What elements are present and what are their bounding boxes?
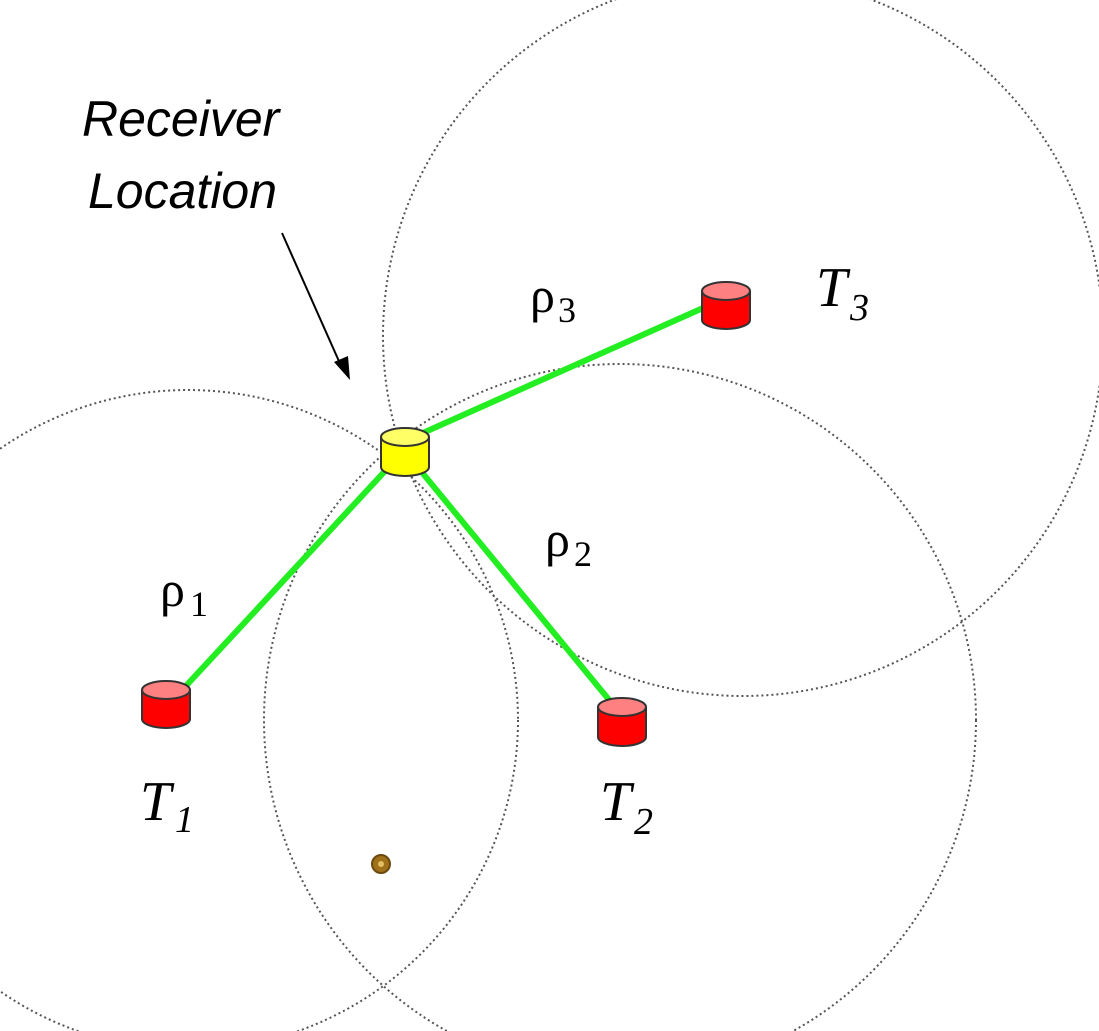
- transmitter-2-name: T: [600, 771, 635, 833]
- range-circle-3: [382, 0, 1099, 697]
- ambiguous-point-center: [378, 861, 384, 867]
- rho-2-symbol: ρ: [545, 511, 570, 567]
- transmitter-1-icon: [141, 680, 191, 729]
- receiver-arrow-line: [281, 232, 343, 369]
- transmitter-2-subscript: 2: [634, 801, 653, 843]
- rho-3-subscript: 3: [558, 290, 576, 330]
- rho-1-subscript: 1: [190, 584, 208, 624]
- range-circle-1: [0, 389, 519, 1031]
- transmitter-3-subscript: 3: [849, 287, 869, 329]
- range-circle-2: [263, 363, 977, 1031]
- rho-2-subscript: 2: [574, 534, 592, 574]
- range-line-1: [181, 467, 389, 691]
- transmitter-1-name: T: [140, 771, 175, 833]
- rho-1-symbol: ρ: [160, 561, 185, 617]
- transmitter-2-label: T 2: [600, 771, 653, 843]
- transmitter-3-label: T 3: [816, 257, 869, 329]
- transmitter-3-name: T: [816, 257, 851, 319]
- receiver-icon: [380, 427, 430, 477]
- rho-3-symbol: ρ: [530, 267, 555, 323]
- receiver-label-line2: Location: [88, 163, 277, 219]
- rho-1-label: ρ 1: [160, 561, 208, 624]
- rho-2-label: ρ 2: [545, 511, 592, 574]
- transmitter-1-subscript: 1: [175, 799, 194, 841]
- range-line-3: [422, 305, 706, 435]
- transmitter-2-icon: [597, 697, 647, 747]
- transmitter-3-icon: [701, 281, 751, 330]
- rho-3-label: ρ 3: [530, 267, 576, 330]
- range-line-2: [417, 467, 613, 704]
- receiver-arrow-head: [334, 356, 350, 380]
- receiver-label-line1: Receiver: [82, 91, 282, 147]
- transmitter-1-label: T 1: [140, 771, 194, 841]
